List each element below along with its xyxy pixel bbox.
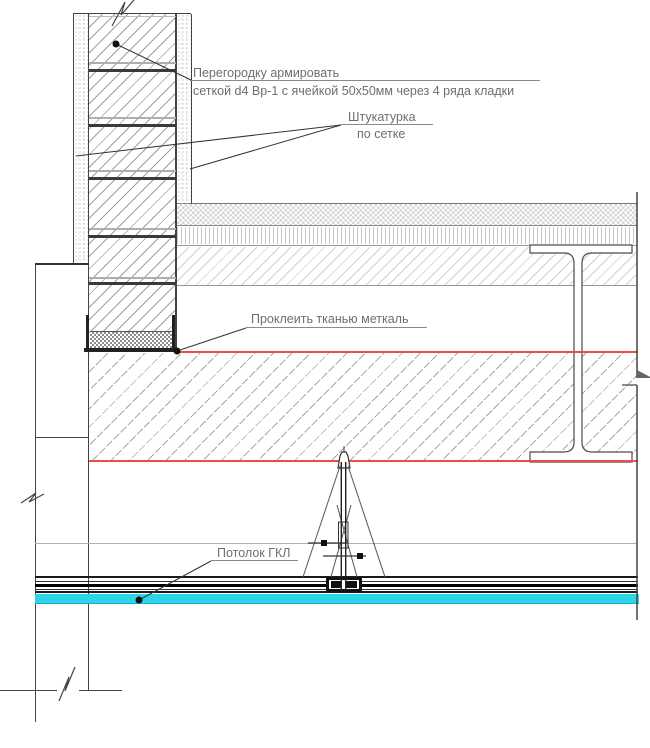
note-fabric-underline <box>246 327 427 328</box>
masonry-core <box>89 14 176 333</box>
bed-joint-grey <box>89 170 176 172</box>
note-plaster-line2: по сетке <box>357 127 406 141</box>
leader-dot-reinforce <box>112 40 120 48</box>
ceiling-line-5 <box>35 591 638 593</box>
note-reinforce-line2: сеткой d4 Вр-1 с ячейкой 50х50мм через 4… <box>193 84 515 98</box>
hanger-clip-dot-lower <box>357 553 363 559</box>
break-symbol-bottom-line <box>58 666 76 702</box>
note-reinforce-line1: Перегородку армировать <box>193 66 340 80</box>
hanger-wire-outer-right <box>347 465 386 578</box>
hanger-wire-outer-left <box>302 465 341 578</box>
hanger-adjuster-sleeve <box>338 521 349 549</box>
insulation-bottom-line <box>177 245 637 246</box>
hanger-wire-cross-left <box>336 504 358 578</box>
note-ceiling: Потолок ГКЛ <box>217 546 291 560</box>
wall-top-break-line <box>73 13 191 14</box>
plaster-band-left <box>74 14 88 264</box>
note-plaster-underline <box>341 124 433 125</box>
plaster-band-right <box>177 14 191 204</box>
leader-dot-fabric <box>173 347 181 355</box>
ceiling-finish-band <box>35 594 639 604</box>
left-return-top-line <box>35 263 89 265</box>
bed-joint-dark <box>89 124 176 127</box>
wall-right-edge <box>175 14 177 352</box>
bed-joint-dark <box>89 69 176 72</box>
steel-i-beam <box>529 244 633 463</box>
bottom-break-line-right <box>79 690 122 691</box>
tray-bottom-bar <box>84 348 178 352</box>
bottom-break-line-left <box>0 690 57 691</box>
wall-top-inner-line <box>89 16 176 17</box>
leader-dot-ceiling <box>135 596 143 604</box>
screed-layer <box>177 204 637 225</box>
leader-plaster-right <box>189 124 342 170</box>
break-symbol-left-line <box>20 492 45 504</box>
note-reinforce-underline <box>190 80 540 81</box>
plaster-left-outer-edge <box>73 14 74 264</box>
hanger-clip-dot-upper <box>321 540 327 546</box>
bed-joint-grey <box>89 277 176 279</box>
break-symbol-wall-top <box>111 0 135 27</box>
screed-top-line <box>177 203 637 204</box>
bed-joint-grey <box>89 228 176 230</box>
insulation-layer <box>177 227 637 244</box>
leader-fabric <box>176 327 247 352</box>
note-fabric: Проклеить тканью меткаль <box>251 312 409 326</box>
leader-reinforce <box>115 43 192 81</box>
furring-channel-web-left <box>331 581 342 588</box>
screed-bottom-line <box>177 225 637 226</box>
left-return-mid-line <box>35 437 89 438</box>
tray-leg-right <box>172 315 175 352</box>
furring-channel-inner <box>329 580 359 589</box>
concrete-deck-bottom-line <box>177 285 637 286</box>
leader-plaster-left <box>75 124 342 157</box>
hanger-anchor <box>337 451 351 469</box>
bed-joint-dark <box>89 282 176 285</box>
bed-joint-grey <box>89 62 176 64</box>
bed-joint-grey <box>89 117 176 119</box>
wall-left-edge <box>87 14 89 690</box>
right-border-break-flag <box>637 370 650 378</box>
tray-mortar-fill <box>90 331 172 349</box>
leader-ceiling <box>138 560 212 601</box>
bed-joint-dark <box>89 177 176 180</box>
furring-channel-web-right <box>346 581 357 588</box>
plaster-right-outer-edge <box>191 14 192 204</box>
note-plaster-line1: Штукатурка <box>348 110 416 124</box>
note-ceiling-underline <box>211 560 298 561</box>
bed-joint-dark <box>89 235 176 238</box>
tray-leg-left <box>86 315 89 352</box>
slab-band <box>89 353 637 460</box>
